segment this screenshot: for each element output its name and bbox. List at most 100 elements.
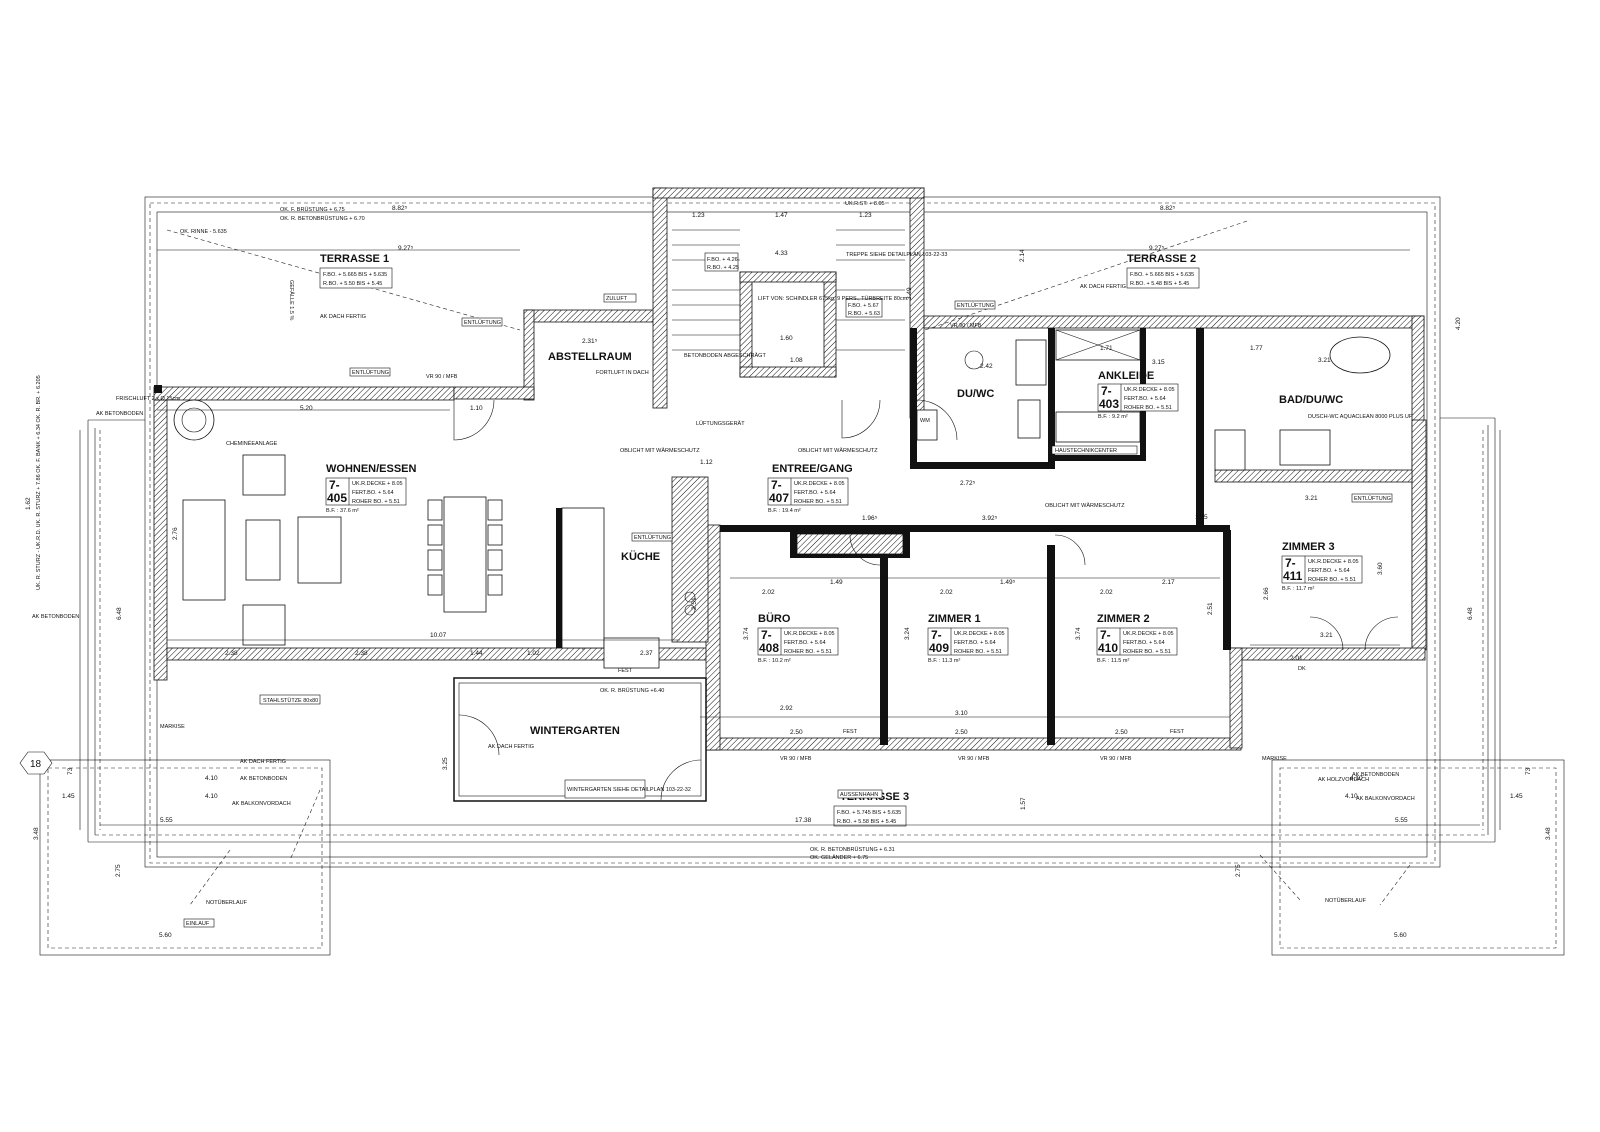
svg-text:1.23: 1.23 <box>859 212 872 219</box>
note-vr-3: VR 90 / MFB <box>780 756 812 762</box>
note-ak-beton-4: AK BETONBODEN <box>1352 772 1399 778</box>
room-terrasse-2: TERRASSE 2 <box>1127 253 1196 265</box>
note-ak-holz: AK HOLZVORDACH <box>1318 777 1369 783</box>
svg-text:ROHER BO. + 5.51: ROHER BO. + 5.51 <box>352 499 400 505</box>
note-ok-betonbruestung: OK. R. BETONBRÜSTUNG + 6.70 <box>280 215 365 222</box>
svg-text:ROHER BO. + 5.51: ROHER BO. + 5.51 <box>1123 649 1171 655</box>
svg-text:7-: 7- <box>931 628 942 642</box>
svg-text:UK.R.DECKE + 8.05: UK.R.DECKE + 8.05 <box>1124 387 1175 393</box>
stamp-403: 7- 403 UK.R.DECKE + 8.05 FERT.BO. + 5.64… <box>1097 383 1179 420</box>
stamp-411: 7- 411 UK.R.DECKE + 8.05 FERT.BO. + 5.64… <box>1281 555 1363 592</box>
stamp-stair: F.BO. + 4.26 R.BO. + 4.25 F.BO. + 5.67 R… <box>704 252 883 318</box>
svg-text:FERT.BO. + 5.64: FERT.BO. + 5.64 <box>954 640 996 646</box>
svg-text:9.27⁵: 9.27⁵ <box>1149 245 1165 252</box>
svg-text:6.48: 6.48 <box>116 607 123 620</box>
note-cheminee: CHEMINÉEANLAGE <box>226 440 278 447</box>
note-ok-rinne: OK. RINNE - 5.635 <box>180 229 227 235</box>
svg-text:1.10: 1.10 <box>470 405 483 412</box>
note-ak-dach-2: AK DACH FERTIG <box>1080 284 1126 290</box>
svg-text:1.45: 1.45 <box>62 793 75 800</box>
svg-text:2.01: 2.01 <box>1290 655 1303 662</box>
note-ak-balkon-2: AK BALKONVORDACH <box>1356 796 1415 802</box>
svg-text:6.48: 6.48 <box>1467 607 1474 620</box>
svg-text:1.77: 1.77 <box>1250 345 1263 352</box>
svg-text:UK.R.DECKE + 8.05: UK.R.DECKE + 8.05 <box>794 481 845 487</box>
svg-text:F.BO. + 5.745 BIS + 5.635: F.BO. + 5.745 BIS + 5.635 <box>837 810 901 816</box>
svg-text:FERT.BO. + 5.64: FERT.BO. + 5.64 <box>784 640 826 646</box>
svg-text:1.71: 1.71 <box>1100 345 1113 352</box>
svg-text:R.BO. + 5.50 BIS + 5.45: R.BO. + 5.50 BIS + 5.45 <box>323 281 382 287</box>
svg-text:1.45: 1.45 <box>1510 793 1523 800</box>
svg-text:UK.R.DECKE + 8.05: UK.R.DECKE + 8.05 <box>954 631 1005 637</box>
svg-text:R.BO. + 4.25: R.BO. + 4.25 <box>707 265 739 271</box>
svg-text:405: 405 <box>327 491 347 505</box>
svg-text:2.37: 2.37 <box>640 650 653 657</box>
room-ankleide: ANKLEIDE <box>1098 370 1154 382</box>
svg-text:F.BO. + 4.26: F.BO. + 4.26 <box>707 257 738 263</box>
parapet-lines <box>39 196 1565 956</box>
note-fest-1: FEST <box>618 668 633 674</box>
dimension-values: 9.27⁵ 9.27⁵ 8.82⁵ 8.82⁵ 5.20 1.10 10.07 … <box>25 205 1552 939</box>
note-notueberlauf-1: NOTÜBERLAUF <box>206 899 248 906</box>
stamp-410: 7- 410 UK.R.DECKE + 8.05 FERT.BO. + 5.64… <box>1096 627 1178 664</box>
furniture <box>173 229 1391 669</box>
note-wm: WM <box>920 418 930 424</box>
note-uk-rst-2: UK.R.ST. + 7.66 <box>930 526 970 532</box>
svg-text:B.F. : 11.3 m²: B.F. : 11.3 m² <box>928 658 960 664</box>
room-entree: ENTREE/GANG <box>772 463 853 475</box>
svg-text:5.60: 5.60 <box>159 932 172 939</box>
room-zimmer-2: ZIMMER 2 <box>1097 613 1150 625</box>
room-terrasse-1: TERRASSE 1 <box>320 253 389 265</box>
note-uk-rst-1: UK.R.ST. + 8.05 <box>845 201 885 207</box>
svg-text:5.60: 5.60 <box>1394 932 1407 939</box>
note-uk-rst-3: UK.R.ST. + 7.66 <box>1060 526 1100 532</box>
svg-text:FERT.BO. + 5.64: FERT.BO. + 5.64 <box>1123 640 1165 646</box>
note-markise-1: MARKISE <box>160 724 185 730</box>
svg-text:409: 409 <box>929 641 949 655</box>
svg-text:2.66: 2.66 <box>1263 587 1270 600</box>
svg-text:2.02: 2.02 <box>940 589 953 596</box>
note-notueberlauf-2: NOTÜBERLAUF <box>1325 897 1367 904</box>
svg-text:B.F. : 19.4 m²: B.F. : 19.4 m² <box>768 508 801 514</box>
stamp-405: 7- 405 UK.R.DECKE + 8.05 FERT.BO. + 5.64… <box>325 477 407 514</box>
svg-text:2.51: 2.51 <box>1207 602 1214 615</box>
svg-text:2.31⁵: 2.31⁵ <box>582 338 598 345</box>
note-ak-dach-4: AK DACH FERTIG <box>488 744 534 750</box>
svg-text:4.10: 4.10 <box>1345 793 1358 800</box>
svg-text:UK.R.DECKE + 8.05: UK.R.DECKE + 8.05 <box>1123 631 1174 637</box>
svg-text:411: 411 <box>1283 569 1303 583</box>
note-lift: LIFT VON: SCHINDLER 675kg, 9 PERS., TÜRB… <box>758 295 908 302</box>
svg-text:ROHER BO. + 5.51: ROHER BO. + 5.51 <box>1124 405 1172 411</box>
note-ak-beton-3: AK BETONBODEN <box>240 776 287 782</box>
svg-text:1.96⁵: 1.96⁵ <box>862 515 878 522</box>
note-ak-balkon-1: AK BALKONVORDACH <box>232 801 291 807</box>
svg-text:UK.R.DECKE + 8.05: UK.R.DECKE + 8.05 <box>784 631 835 637</box>
note-ak-dach-3: AK DACH FERTIG <box>240 759 286 765</box>
svg-text:403: 403 <box>1099 397 1119 411</box>
stamp-409: 7- 409 UK.R.DECKE + 8.05 FERT.BO. + 5.64… <box>927 627 1009 664</box>
svg-text:2.14: 2.14 <box>1019 249 1026 262</box>
svg-text:ROHER BO. + 5.51: ROHER BO. + 5.51 <box>794 499 842 505</box>
svg-text:3.21: 3.21 <box>1320 632 1333 639</box>
marker-18: 18 <box>30 759 42 770</box>
svg-text:5.55: 5.55 <box>1395 817 1408 824</box>
svg-text:4.10: 4.10 <box>1350 775 1363 782</box>
svg-text:3.21: 3.21 <box>1305 495 1318 502</box>
svg-text:7-: 7- <box>771 478 782 492</box>
note-oblicht-1: OBLICHT MIT WÄRMESCHUTZ <box>620 447 700 454</box>
note-entlueftung-5: ENTLÜFTUNG <box>1354 495 1391 502</box>
note-stahlstuetze: STAHLSTÜTZE 80x80 <box>263 697 318 704</box>
svg-text:1.47: 1.47 <box>775 212 788 219</box>
svg-text:3.74: 3.74 <box>743 627 750 640</box>
svg-text:2.02: 2.02 <box>762 589 775 596</box>
room-buero: BÜRO <box>758 612 791 625</box>
svg-text:2.92: 2.92 <box>780 705 793 712</box>
room-stamps: 7- 405 UK.R.DECKE + 8.05 FERT.BO. + 5.64… <box>319 252 1363 827</box>
note-ok-bruestung-mid: OK. R. BRÜSTUNG +6.40 <box>600 687 664 694</box>
svg-text:2.75: 2.75 <box>1235 864 1242 877</box>
svg-text:B.F. : 10.2 m²: B.F. : 10.2 m² <box>758 658 791 664</box>
svg-text:3.92⁵: 3.92⁵ <box>982 515 998 522</box>
note-entlueftung-1: ENTLÜFTUNG <box>464 319 501 326</box>
svg-text:2.75: 2.75 <box>115 864 122 877</box>
svg-text:3.74: 3.74 <box>1075 627 1082 640</box>
